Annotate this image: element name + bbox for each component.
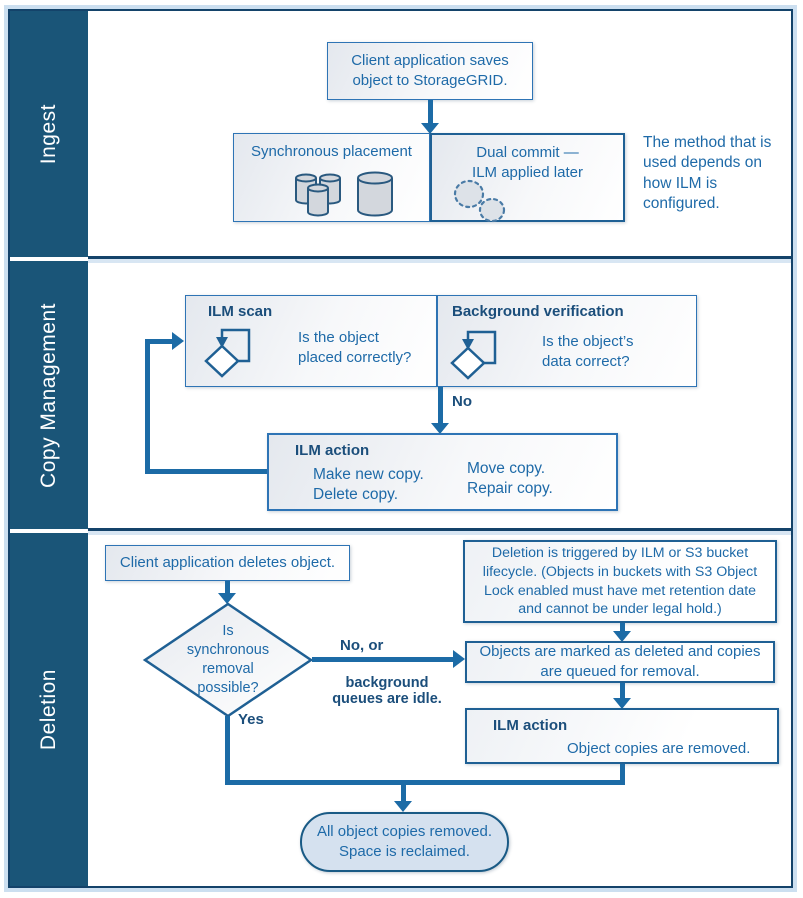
deletion-triggered-box: Deletion is triggered by ILM or S3 bucke…	[463, 540, 777, 623]
band-deletion: Deletion	[10, 533, 88, 886]
pending-objects-icon	[450, 179, 512, 230]
background-verification-box: Background verification Is the object’s …	[437, 295, 697, 387]
arrow-deletes-shaft	[225, 581, 230, 593]
client-deletes-box: Client application deletes object.	[105, 545, 350, 581]
arrow-triggered-head	[613, 631, 631, 642]
band-ingest-label: Ingest	[37, 103, 60, 165]
deletion-ilm-action-box: ILM action Object copies are removed.	[465, 708, 779, 764]
verify-loop-icon	[448, 324, 502, 387]
connector-right-vertical	[620, 764, 625, 785]
storage-cylinders-icon	[286, 168, 398, 225]
band-copy-management-label: Copy Management	[37, 302, 60, 488]
arrow-no-or-shaft	[312, 657, 454, 662]
object-copies-removed-text: Object copies are removed.	[567, 740, 751, 757]
deletion-ilm-action-title: ILM action	[493, 717, 568, 734]
yes-label: Yes	[238, 711, 264, 728]
band-deletion-label: Deletion	[37, 668, 60, 751]
ilm-action-box: ILM action Make new copy. Delete copy. M…	[267, 433, 618, 511]
arrow-final-shaft	[401, 783, 406, 801]
connector-join-horizontal	[225, 780, 625, 785]
client-saves-box: Client application saves object to Stora…	[327, 42, 533, 100]
final-state-pill: All object copies removed. Space is recl…	[300, 812, 509, 872]
arrow-marked-head	[613, 698, 631, 709]
client-saves-text: Client application saves object to Stora…	[351, 52, 509, 89]
arrow-final-head	[394, 801, 412, 812]
arrow-triggered-shaft	[620, 623, 625, 631]
synchronous-placement-box: Synchronous placement	[233, 133, 430, 222]
dual-commit-box: Dual commit — ILM applied later	[430, 133, 625, 223]
loop-bottom-segment	[145, 469, 267, 474]
bg-verify-question: Is the object’s data correct?	[542, 333, 634, 370]
ilm-action-title: ILM action	[295, 442, 370, 459]
background-queues-label: background queues are idle.	[332, 675, 442, 707]
no-label: No	[452, 393, 472, 410]
band-copy-management: Copy Management	[10, 261, 88, 529]
ilm-actions-right: Move copy. Repair copy.	[467, 460, 553, 498]
loop-top-segment	[145, 339, 172, 344]
synchronous-placement-label: Synchronous placement	[251, 143, 412, 160]
no-or-label: No, or	[340, 637, 384, 654]
decision-diamond-question: Is synchronous removal possible?	[186, 622, 270, 697]
arrow-no-or-head	[453, 650, 465, 668]
arrow-no-head	[431, 423, 449, 434]
arrow-marked-shaft	[620, 683, 625, 698]
arrow-saves-shaft	[428, 100, 433, 123]
scan-loop-icon	[202, 322, 256, 385]
divider-copy-deletion	[88, 528, 791, 535]
arrow-no-shaft	[438, 387, 443, 423]
client-deletes-text: Client application deletes object.	[119, 554, 336, 572]
arrow-deletes-head	[218, 593, 236, 604]
arrow-saves-head	[421, 123, 439, 134]
divider-ingest-copy	[88, 256, 791, 263]
ilm-scan-question: Is the object placed correctly?	[298, 329, 412, 366]
ilm-scan-title: ILM scan	[208, 303, 273, 320]
ilm-actions-left: Make new copy. Delete copy.	[313, 466, 424, 504]
final-state-text: All object copies removed. Space is recl…	[316, 823, 493, 860]
connector-yes-vertical	[225, 716, 230, 785]
decision-diamond: Is synchronous removal possible?	[142, 602, 314, 718]
ingest-note: The method that is used depends on how I…	[643, 134, 772, 213]
marked-deleted-text: Objects are marked as deleted and copies…	[479, 643, 761, 680]
dual-commit-label: Dual commit — ILM applied later	[472, 144, 583, 181]
marked-deleted-box: Objects are marked as deleted and copies…	[465, 641, 775, 683]
background-verification-title: Background verification	[452, 303, 624, 320]
deletion-triggered-text: Deletion is triggered by ILM or S3 bucke…	[482, 545, 758, 618]
diagram-frame: Ingest Copy Management Deletion Client a…	[8, 9, 793, 888]
band-ingest: Ingest	[10, 11, 88, 257]
loop-arrow-head	[172, 332, 184, 350]
loop-vertical-segment	[145, 339, 150, 474]
ilm-scan-box: ILM scan Is the object placed correctly?	[185, 295, 437, 387]
